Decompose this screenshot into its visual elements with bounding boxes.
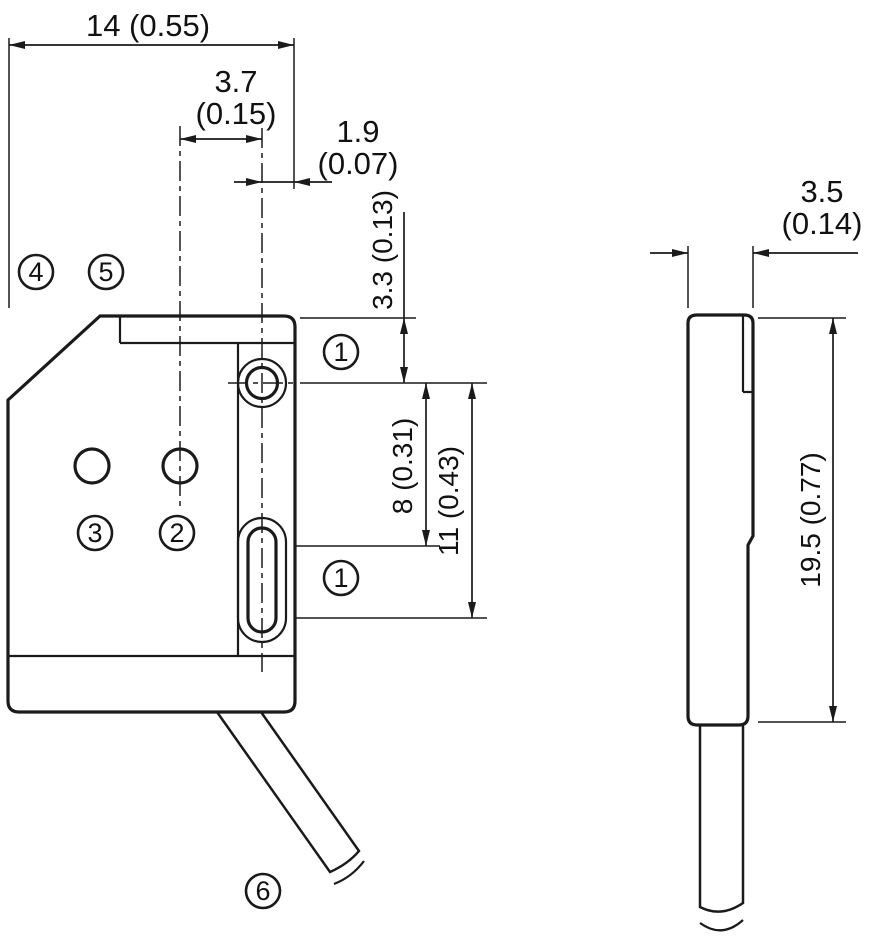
callout-cable: 6: [244, 872, 282, 910]
callout-number: 2: [169, 518, 184, 548]
callout-number: 1: [333, 337, 348, 367]
side-view: [686, 313, 755, 932]
callout-window-right: 2: [158, 514, 196, 552]
callouts: 4 5 1 1 3 2 6: [17, 253, 360, 910]
callout-circle: [322, 559, 360, 597]
cable-side: [698, 723, 745, 913]
arrowhead: [422, 383, 430, 399]
arrowhead: [278, 41, 294, 49]
front-body-outline: [6, 314, 297, 714]
callout-top-face: 5: [87, 253, 125, 291]
callout-circle: [17, 253, 55, 291]
arrowhead: [829, 706, 837, 722]
mounting-hole: [244, 365, 280, 401]
arrowhead: [753, 249, 769, 257]
callout-number: 6: [255, 876, 270, 906]
callout-circle: [158, 514, 196, 552]
callout-circle: [76, 514, 114, 552]
mounting-slot: [246, 526, 278, 634]
arrowhead: [468, 602, 476, 618]
cable-side-break-line: [699, 919, 744, 932]
side-dimensions: 3.5 (0.14) 19.5 (0.77): [650, 174, 863, 723]
callout-chamfer: 4: [17, 253, 55, 291]
arrowhead: [246, 135, 262, 143]
mounting-hole-boss: [236, 357, 288, 409]
arrowhead: [400, 318, 408, 334]
dim-width-label: 14 (0.55): [86, 8, 210, 43]
front-view: [6, 126, 365, 886]
arrowhead: [294, 178, 310, 186]
dim-top-to-hole-label: 3.3 (0.13): [367, 190, 398, 310]
dim-height-label: 19.5 (0.77): [795, 452, 826, 587]
dim-hole-offset-mm: 1.9: [336, 114, 379, 149]
callout-window-left: 3: [76, 514, 114, 552]
optical-window-left: [73, 447, 111, 485]
callout-number: 3: [87, 518, 102, 548]
callout-circle: [87, 253, 125, 291]
arrowhead: [246, 178, 262, 186]
dim-lens-offset-in: (0.15): [196, 96, 277, 131]
mounting-slot-boss: [236, 516, 288, 644]
callout-number: 4: [28, 257, 43, 287]
dim-thickness-mm: 3.5: [800, 174, 843, 209]
dim-thickness-in: (0.14): [782, 206, 863, 241]
front-dimensions: 14 (0.55) 3.7 (0.15) 1.9 (0.07) 3.3 (0.1…: [8, 8, 487, 619]
callout-circle: [244, 872, 282, 910]
dim-hole-to-slot-far-label: 11 (0.43): [433, 446, 464, 556]
dim-hole-offset-in: (0.07): [318, 146, 399, 181]
arrowhead: [468, 383, 476, 399]
arrowhead: [180, 135, 196, 143]
callout-hole-bottom: 1: [322, 559, 360, 597]
optical-window-right: [161, 447, 199, 485]
dim-hole-to-slot-near-label: 8 (0.31): [387, 418, 418, 515]
arrowhead: [829, 318, 837, 334]
cable-front: [214, 710, 361, 874]
cable-front-break-line: [333, 860, 365, 886]
callout-number: 1: [333, 563, 348, 593]
dim-lens-offset-mm: 3.7: [214, 64, 257, 99]
callout-number: 5: [98, 257, 113, 287]
arrowhead: [672, 249, 688, 257]
callout-hole-top: 1: [322, 333, 360, 371]
callout-circle: [322, 333, 360, 371]
arrowhead: [422, 530, 430, 546]
arrowhead: [400, 367, 408, 383]
arrowhead: [9, 41, 25, 49]
